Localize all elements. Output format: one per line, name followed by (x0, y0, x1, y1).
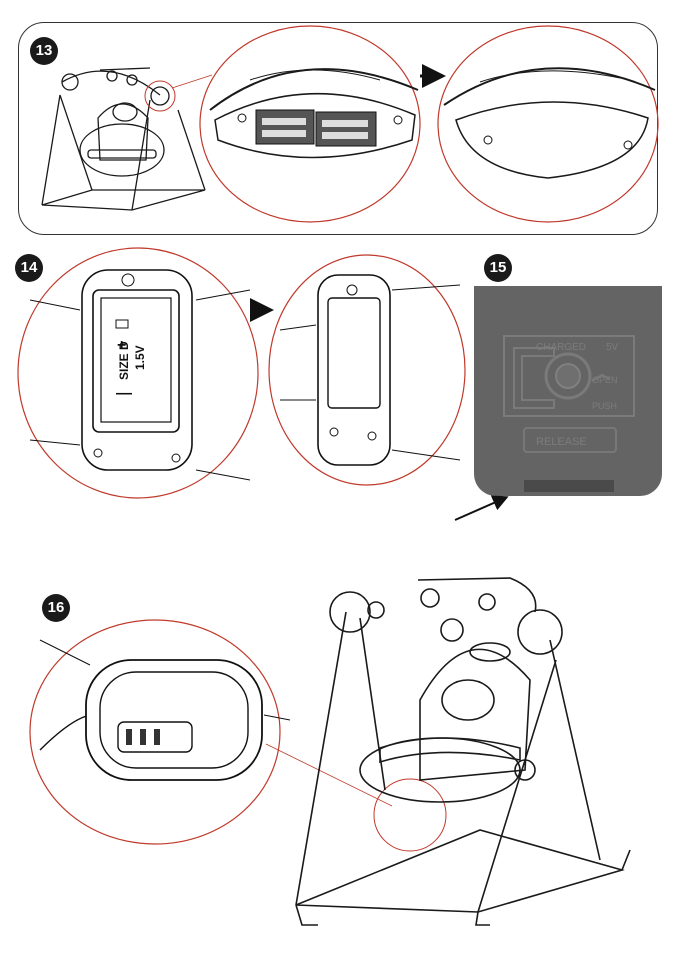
compartment-clip (513, 347, 555, 409)
step-15-badge: 15 (484, 254, 512, 282)
knob-center (555, 363, 581, 389)
switch-notch-2 (140, 729, 146, 745)
battery-compartment (100, 297, 172, 423)
step-13-detail-closed (437, 25, 659, 223)
switch-notch-1 (126, 729, 132, 745)
switch-notch-3 (154, 729, 160, 745)
step-14-detail-open: SIZE D 1.5V + — (17, 247, 259, 499)
pointer-arrow-icon (454, 495, 509, 521)
step-16-swing-overview (295, 577, 631, 926)
step-13-callout-source (144, 80, 176, 112)
release-button-outline (523, 427, 617, 453)
label-push: PUSH (592, 401, 617, 411)
battery-plus-label: + (117, 337, 126, 354)
step-13-detail-open (199, 25, 421, 223)
step-13-swing-overview (41, 67, 206, 211)
compartment-outline (503, 335, 635, 417)
step-16-callout-source (373, 778, 447, 852)
step-16-badge: 16 (42, 594, 70, 622)
compartment-arrow (591, 373, 611, 382)
usb-slot (524, 480, 614, 492)
battery-minus-label: — (116, 385, 132, 402)
step-13-badge: 13 (30, 37, 58, 65)
battery-icon (255, 109, 315, 145)
step-16-detail-switch (29, 619, 291, 845)
knob-ring (544, 352, 592, 400)
label-5v: 5V (606, 342, 619, 353)
battery-size-label: SIZE D (117, 341, 131, 380)
step-14-detail-closed (268, 254, 466, 486)
step-14-badge: 14 (15, 254, 43, 282)
label-charged: CHARGED (536, 342, 586, 353)
label-release: RELEASE (536, 436, 587, 448)
label-open: OPEN (592, 375, 618, 385)
remote-back-photo: CHARGED 5V OPEN PUSH RELEASE (474, 286, 662, 496)
battery-voltage-label: 1.5V (133, 345, 147, 370)
